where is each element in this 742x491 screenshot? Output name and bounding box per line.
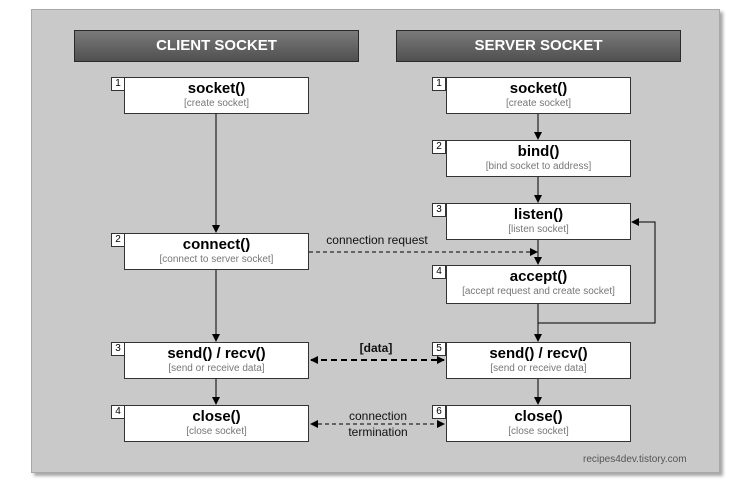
client-step-close: close() [close socket] xyxy=(124,405,309,442)
client-step-close-fn: close() xyxy=(192,408,241,425)
server-step-close: close() [close socket] xyxy=(446,405,631,442)
client-step-close-number: 4 xyxy=(111,405,125,419)
client-step-connect-desc: [connect to server socket] xyxy=(159,254,274,265)
client-step-send-recv-number: 3 xyxy=(111,342,125,356)
server-step-listen-desc: [listen socket] xyxy=(508,224,569,235)
server-step-send-recv-fn: send() / recv() xyxy=(489,345,588,362)
client-step-connect-fn: connect() xyxy=(182,236,251,253)
server-step-bind-fn: bind() xyxy=(517,143,560,160)
client-step-socket-number: 1 xyxy=(111,77,125,91)
client-step-connect-number: 2 xyxy=(111,233,125,247)
server-step-listen: listen() [listen socket] xyxy=(446,203,631,240)
server-step-close-fn: close() xyxy=(514,408,563,425)
server-step-socket-fn: socket() xyxy=(509,80,568,97)
server-step-listen-fn: listen() xyxy=(513,206,564,223)
client-step-socket-desc: [create socket] xyxy=(183,98,250,109)
server-step-send-recv-desc: [send or receive data] xyxy=(490,363,587,374)
server-step-close-number: 6 xyxy=(432,405,446,419)
server-step-accept: accept() [accept request and create sock… xyxy=(446,265,631,304)
server-step-bind: bind() [bind socket to address] xyxy=(446,140,631,177)
data-label: [data] xyxy=(359,341,393,355)
client-step-connect: connect() [connect to server socket] xyxy=(124,233,309,270)
client-step-send-recv-desc: [send or receive data] xyxy=(168,363,265,374)
server-step-accept-fn: accept() xyxy=(509,268,568,285)
server-step-send-recv: send() / recv() [send or receive data] xyxy=(446,342,631,379)
footer-credit: recipes4dev.tistory.com xyxy=(583,454,687,465)
client-step-send-recv-fn: send() / recv() xyxy=(167,345,266,362)
client-step-socket: socket() [create socket] xyxy=(124,77,309,114)
termination-label-line2: termination xyxy=(348,425,408,439)
server-step-accept-number: 4 xyxy=(432,265,446,279)
connection-request-label: connection request xyxy=(326,233,428,247)
server-step-send-recv-number: 5 xyxy=(432,342,446,356)
client-step-socket-fn: socket() xyxy=(187,80,246,97)
server-socket-header: SERVER SOCKET xyxy=(396,30,681,62)
server-step-listen-number: 3 xyxy=(432,203,446,217)
server-step-socket-number: 1 xyxy=(432,77,446,91)
server-step-socket: socket() [create socket] xyxy=(446,77,631,114)
server-loop-back-arrow xyxy=(538,218,656,324)
server-step-close-desc: [close socket] xyxy=(508,426,569,437)
client-step-close-desc: [close socket] xyxy=(186,426,247,437)
client-socket-header: CLIENT SOCKET xyxy=(74,30,359,62)
termination-label-line1: connection xyxy=(348,409,408,423)
server-step-bind-number: 2 xyxy=(432,140,446,154)
server-step-accept-desc: [accept request and create socket] xyxy=(462,286,615,297)
client-step-send-recv: send() / recv() [send or receive data] xyxy=(124,342,309,379)
server-step-bind-desc: [bind socket to address] xyxy=(485,161,592,172)
server-step-socket-desc: [create socket] xyxy=(505,98,572,109)
